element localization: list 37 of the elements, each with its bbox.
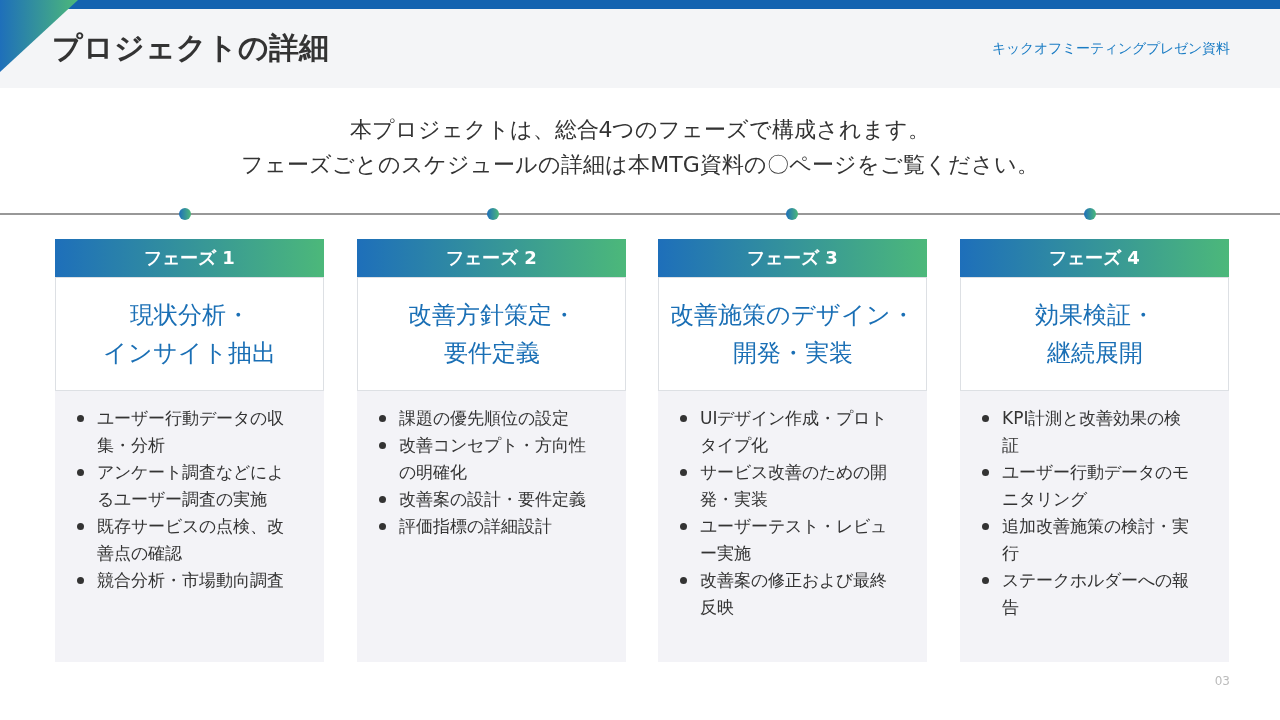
intro-text: フェーズごとのスケジュールの詳細は本MTG資料の〇ページをご覧ください。	[240, 151, 1040, 179]
phase-title-card	[960, 277, 1229, 391]
phase-header-band: フェーズ 3	[658, 239, 927, 277]
bullet-list-panel	[658, 391, 927, 662]
list-item-text: 競合分析・市場動向調査	[97, 569, 285, 592]
page-title: プロジェクトの詳細	[52, 29, 329, 67]
list-item-text: 改善案の設計・要件定義	[399, 488, 587, 511]
list-item-text: ステークホルダーへの報告	[1002, 569, 1190, 619]
bullet-list-panel	[357, 391, 626, 662]
phase-title-card	[55, 277, 324, 391]
phase-title: 現状分析・インサイト抽出	[103, 300, 276, 369]
list-item-text: 改善コンセプト・方向性の明確化	[399, 434, 587, 484]
phase-header-band: フェーズ 4	[960, 239, 1229, 277]
list-item-text: 課題の優先順位の設定	[399, 407, 570, 430]
intro-text: 本プロジェクトは、総合4つのフェーズで構成されます。	[348, 116, 932, 144]
list-item-text: ユーザー行動データの収集・分析	[97, 407, 285, 457]
bullet-list-panel	[960, 391, 1229, 662]
list-item-text: KPI計測と改善効果の検証	[1002, 407, 1183, 457]
list-item-text: ユーザー行動データのモニタリング	[1002, 461, 1190, 511]
list-item-text: 評価指標の詳細設計	[399, 515, 553, 538]
list-item-text: アンケート調査などによるユーザー調査の実施	[97, 461, 285, 511]
phase-title-card	[357, 277, 626, 391]
phase-title: 効果検証・継続展開	[1034, 300, 1155, 369]
bullet-list-panel	[55, 391, 324, 662]
phase-title: 改善方針策定・要件定義	[407, 300, 576, 369]
list-item-text: サービス改善のための開発・実装	[700, 461, 888, 511]
list-item-text: 追加改善施策の検討・実行	[1002, 515, 1190, 565]
phase-header-band: フェーズ 2	[357, 239, 626, 277]
page-number: 03	[1213, 674, 1230, 688]
phase-header-band: フェーズ 1	[55, 239, 324, 277]
list-item-text: UIデザイン作成・プロトタイプ化	[700, 407, 889, 457]
list-item-text: ユーザーテスト・レビュー実施	[700, 515, 888, 565]
document-subtitle: キックオフミーティングプレゼン資料	[991, 40, 1230, 58]
list-item-text: 既存サービスの点検、改善点の確認	[97, 515, 285, 565]
phase-title-card	[658, 277, 927, 391]
list-item-text: 改善案の修正および最終反映	[700, 569, 888, 619]
phase-title: 改善施策のデザイン・開発・実装	[670, 300, 915, 369]
